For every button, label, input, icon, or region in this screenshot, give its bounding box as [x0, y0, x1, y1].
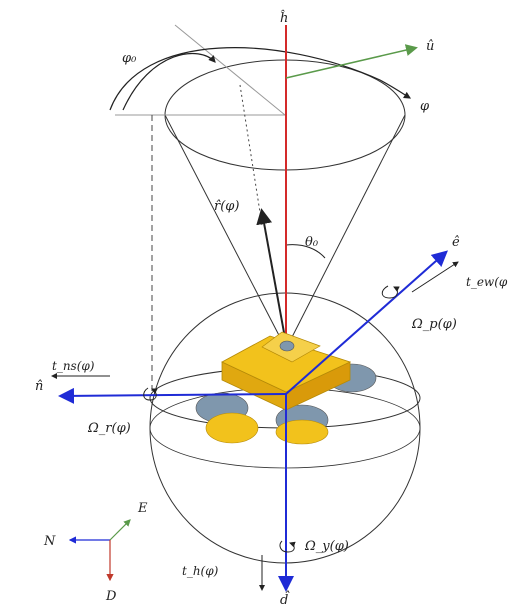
label-phi0: φ₀ [122, 51, 137, 66]
phi-arc [109, 47, 412, 111]
east-axis [285, 250, 448, 395]
compass-label-n: N [43, 534, 56, 549]
label-t-ew: t_ew(φ [466, 275, 508, 289]
compass-label-e: E [137, 501, 148, 516]
label-axis-u: û [426, 39, 434, 54]
vehicle-body [195, 331, 377, 445]
label-omega-y: Ω_y(φ) [304, 539, 349, 554]
label-omega-p: Ω_p(φ) [411, 317, 457, 332]
cone-right-edge [287, 114, 406, 346]
omega-p-curl [381, 285, 400, 299]
reference-diagonal-line [174, 24, 286, 116]
label-r-hat: r̂(φ) [214, 199, 239, 214]
compass-east-arrow [109, 519, 131, 541]
omega-r-curl [143, 387, 158, 401]
phi0-arc [122, 52, 216, 111]
omega-y-curl [279, 540, 296, 553]
cone-left-edge [164, 114, 285, 346]
projection-dotted-line [239, 84, 263, 226]
compass-label-d: D [105, 589, 117, 604]
label-omega-r: Ω_r(φ) [87, 421, 131, 436]
body-top-face [221, 335, 352, 393]
theta0-arc [285, 244, 326, 259]
propeller-right-front-skirt [275, 419, 329, 445]
north-axis [58, 387, 287, 404]
label-phi: φ [420, 99, 430, 114]
label-axis-east: ê [452, 235, 460, 250]
t-ew-arrow [411, 261, 459, 293]
label-axis-north: n̂ [35, 379, 43, 394]
label-t-h: t_h(φ) [182, 564, 219, 578]
propeller-left-front [205, 412, 259, 444]
label-axis-down: d̂ [280, 590, 290, 605]
label-t-ns: t_ns(φ) [52, 359, 95, 373]
label-theta0: θ₀ [305, 235, 319, 250]
u-axis [285, 44, 418, 79]
r-hat-vector [256, 208, 286, 339]
body-center-dome [279, 340, 295, 352]
label-axis-up: ĥ [280, 10, 288, 26]
